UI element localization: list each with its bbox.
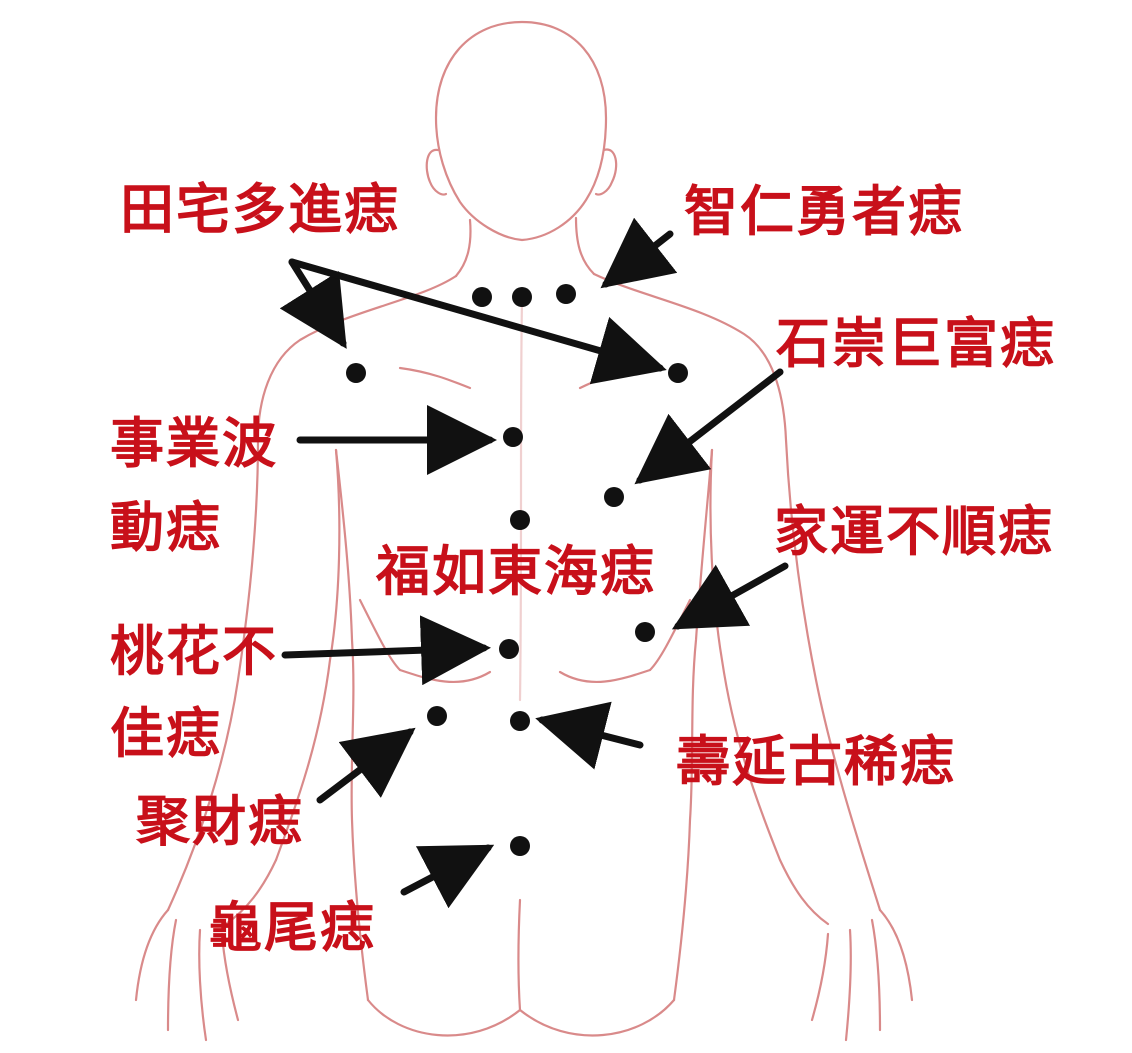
label-shiye-line1: 事業波 xyxy=(110,412,278,475)
arrow-shouyan xyxy=(535,701,644,770)
neck-right xyxy=(574,216,596,276)
arrow-shichong xyxy=(634,368,784,485)
mole-right-scapula xyxy=(604,487,624,507)
lower-back-right xyxy=(558,668,652,684)
label-taohua-line2: 佳痣 xyxy=(110,702,222,765)
label-zhiren: 智仁勇者痣 xyxy=(684,180,964,243)
left-shoulder xyxy=(166,274,458,912)
right-hand xyxy=(778,858,914,1042)
spine-line xyxy=(518,298,524,702)
mole-tailbone xyxy=(510,836,530,856)
mole-right-waist xyxy=(635,622,655,642)
arrow-taohua xyxy=(281,615,491,686)
buttocks xyxy=(366,998,676,1037)
arrows xyxy=(279,217,789,909)
neck-left xyxy=(454,218,472,278)
arrow-guiwei xyxy=(400,844,495,909)
right-ear xyxy=(594,148,618,196)
right-shoulder xyxy=(592,272,882,912)
moles xyxy=(346,284,688,856)
mole-lower-spine xyxy=(499,639,519,659)
arrow-tianzhai-left xyxy=(279,258,347,349)
arrow-jiayun xyxy=(671,562,789,630)
mole-center-lower xyxy=(510,711,530,731)
right-scapula xyxy=(578,366,652,390)
label-guiwei: 龜尾痣 xyxy=(208,896,376,959)
mole-mid-spine xyxy=(510,510,530,530)
mole-upper-back xyxy=(503,427,523,447)
gluteal-cleft xyxy=(517,898,522,1012)
arrow-jucai xyxy=(316,727,416,804)
waist-left xyxy=(358,598,402,672)
label-shouyan: 壽延古稀痣 xyxy=(676,730,956,793)
label-tianzhai: 田宅多進痣 xyxy=(120,178,400,241)
mole-right-shoulder xyxy=(668,363,688,383)
head-outline xyxy=(434,20,608,242)
waist-right xyxy=(648,598,692,672)
mole-left-shoulder xyxy=(346,363,366,383)
mole-neck-2 xyxy=(512,287,532,307)
label-shiye-line2: 動痣 xyxy=(110,496,222,559)
left-hand xyxy=(134,858,278,1042)
torso-right xyxy=(672,448,714,1002)
arrow-zhiren xyxy=(600,217,678,289)
lower-back-left xyxy=(398,668,492,684)
mole-neck-1 xyxy=(472,287,492,307)
arrow-tianzhai-right xyxy=(288,258,667,385)
label-jiayun: 家運不順痣 xyxy=(774,500,1054,563)
label-taohua-line1: 桃花不 xyxy=(110,620,278,683)
label-shichong: 石崇巨富痣 xyxy=(776,312,1056,375)
mole-left-lower xyxy=(427,706,447,726)
right-arm-inner xyxy=(709,448,782,862)
left-arm-inner xyxy=(274,448,341,862)
left-scapula xyxy=(398,366,472,390)
left-ear xyxy=(425,148,448,196)
label-furu: 福如東海痣 xyxy=(376,540,656,603)
mole-neck-3 xyxy=(556,284,576,304)
label-jucai: 聚財痣 xyxy=(136,790,304,853)
